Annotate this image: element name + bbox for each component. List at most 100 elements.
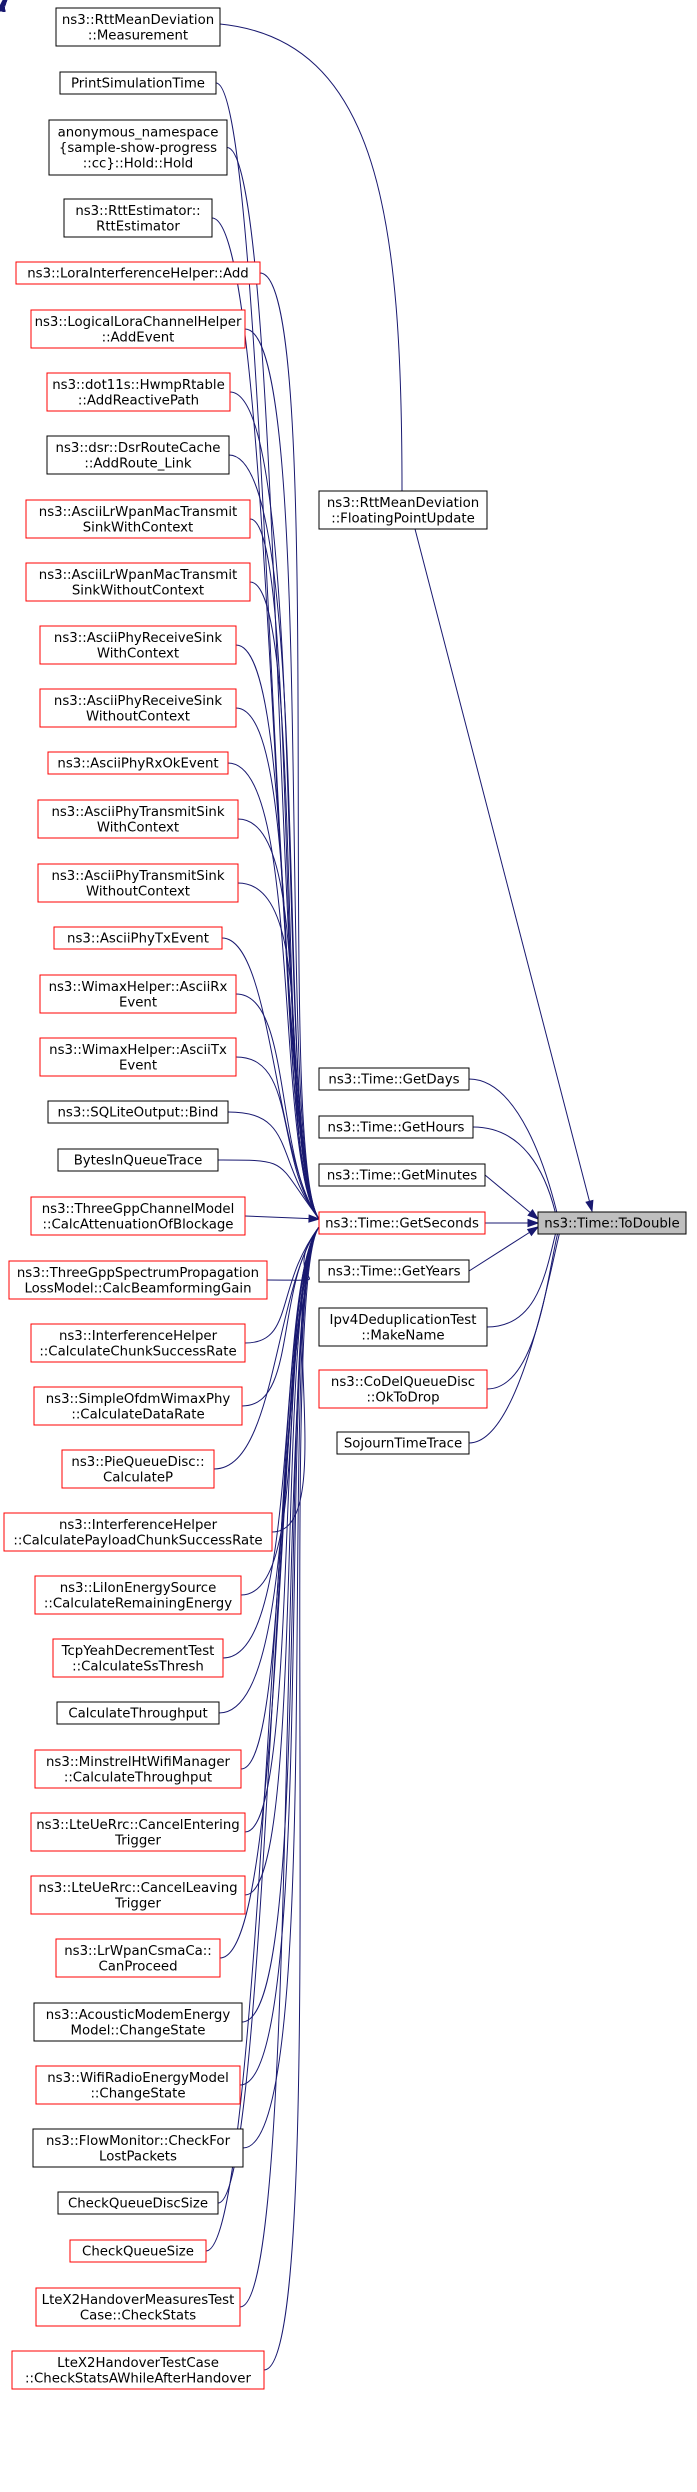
- node-getseconds-caller[interactable]: ns3::AcousticModemEnergyModel::ChangeSta…: [33, 2002, 243, 2042]
- node-floatingpoint-box: [318, 490, 488, 530]
- node-getseconds-caller[interactable]: ns3::AsciiPhyTxEvent: [53, 926, 223, 950]
- node-getseconds-caller[interactable]: ns3::ThreeGppSpectrumPropagationLossMode…: [8, 1260, 268, 1300]
- getyears-arrowhead: [526, 1226, 540, 1237]
- gethours-edge: [472, 1126, 556, 1213]
- node-getseconds-caller-box: [57, 1148, 219, 1172]
- node-getyears-label: ns3::Time::GetYears: [327, 1265, 460, 1280]
- caller-19-edge: [244, 1215, 320, 1220]
- node-getseconds-caller-label: BytesInQueueTrace: [74, 1154, 203, 1169]
- node-getseconds-caller[interactable]: ns3::ThreeGppChannelModel::CalcAttenuati…: [30, 1196, 246, 1236]
- node-getseconds-caller-label: CalculateP: [103, 1470, 173, 1485]
- node-getseconds-caller-box: [53, 926, 223, 950]
- node-getseconds-caller-label: ns3::SimpleOfdmWimaxPhy: [46, 1392, 231, 1407]
- node-getseconds-caller[interactable]: ns3::LoraInterferenceHelper::Add: [15, 261, 261, 285]
- node-getseconds-caller[interactable]: CheckQueueSize: [69, 2239, 207, 2263]
- node-getseconds-caller[interactable]: ns3::PieQueueDisc::CalculateP: [61, 1449, 215, 1489]
- node-getseconds-caller[interactable]: ns3::LrWpanCsmaCa::CanProceed: [55, 1938, 221, 1978]
- node-getseconds-caller-box: [35, 2287, 241, 2327]
- edges-layer: [0, 0, 594, 2371]
- node-getseconds-caller-box: [39, 688, 237, 728]
- node-getseconds-caller[interactable]: LteX2HandoverMeasuresTestCase::CheckStat…: [35, 2287, 241, 2327]
- caller-32-edge: [241, 1226, 320, 2023]
- node-getdays-box: [318, 1067, 470, 1091]
- node-getseconds-caller-label: ns3::RttEstimator::: [75, 204, 200, 219]
- node-sojourn[interactable]: SojournTimeTrace: [336, 1431, 470, 1455]
- node-getseconds-label: ns3::Time::GetSeconds: [325, 1217, 479, 1232]
- codel-edge: [486, 1233, 559, 1390]
- node-getdays[interactable]: ns3::Time::GetDays: [318, 1067, 470, 1091]
- node-getseconds-caller[interactable]: ns3::InterferenceHelper::CalculateChunkS…: [30, 1323, 246, 1363]
- node-measurement[interactable]: ns3::RttMeanDeviation::Measurement: [55, 7, 221, 47]
- node-getseconds-caller[interactable]: PrintSimulationTime: [59, 71, 217, 95]
- node-getseconds-caller-box: [30, 1323, 246, 1363]
- node-getseconds-caller-label: SinkWithContext: [83, 520, 194, 535]
- node-target-todouble-label: ns3::Time::ToDouble: [544, 1217, 679, 1232]
- node-getseconds-caller[interactable]: ns3::InterferenceHelper::CalculatePayloa…: [3, 1512, 273, 1552]
- node-getseconds-caller-box: [25, 562, 251, 602]
- node-getseconds-caller[interactable]: ns3::RttEstimator::RttEstimator: [63, 198, 213, 238]
- node-gethours[interactable]: ns3::Time::GetHours: [318, 1115, 474, 1139]
- node-getminutes[interactable]: ns3::Time::GetMinutes: [318, 1163, 486, 1187]
- node-getseconds-caller[interactable]: ns3::SQLiteOutput::Bind: [47, 1100, 229, 1124]
- node-getseconds-caller-label: ::CalculateRemainingEnergy: [44, 1596, 232, 1611]
- node-getseconds-caller[interactable]: CalculateThroughput: [56, 1701, 220, 1725]
- node-gethours-box: [318, 1115, 474, 1139]
- node-getseconds-caller[interactable]: TcpYeahDecrementTest::CalculateSsThresh: [52, 1638, 224, 1678]
- node-getseconds-box: [318, 1211, 486, 1235]
- node-getseconds-caller-label: ns3::FlowMonitor::CheckFor: [46, 2134, 231, 2149]
- node-getseconds-caller[interactable]: ns3::MinstrelHtWifiManager::CalculateThr…: [34, 1749, 242, 1789]
- caller-33-edge: [239, 1226, 320, 2086]
- node-getseconds-caller-label: ns3::WifiRadioEnergyModel: [47, 2071, 229, 2086]
- node-getseconds-caller-label: ns3::ThreeGppSpectrumPropagation: [17, 1266, 259, 1281]
- node-getseconds-caller[interactable]: ns3::WifiRadioEnergyModel::ChangeState: [35, 2065, 241, 2105]
- node-getseconds-caller[interactable]: LteX2HandoverTestCase::CheckStatsAWhileA…: [11, 2350, 265, 2390]
- caller-16-edge: [235, 1056, 320, 1220]
- node-getseconds-caller[interactable]: anonymous_namespace{sample-show-progress…: [48, 119, 228, 176]
- node-getseconds-caller-label: CalculateThroughput: [68, 1707, 207, 1722]
- node-getseconds-caller[interactable]: ns3::AsciiLrWpanMacTransmitSinkWithoutCo…: [25, 562, 251, 602]
- node-getseconds-caller-box: [57, 2191, 219, 2215]
- node-codel[interactable]: ns3::CoDelQueueDisc::OkToDrop: [318, 1369, 488, 1409]
- caller-34-edge: [242, 1226, 320, 2149]
- node-getseconds-caller-box: [48, 119, 228, 176]
- node-floatingpoint[interactable]: ns3::RttMeanDeviation::FloatingPointUpda…: [318, 490, 488, 530]
- node-getseconds-caller-box: [46, 372, 231, 412]
- node-target-todouble[interactable]: ns3::Time::ToDouble: [537, 1211, 687, 1235]
- node-getseconds-caller-label: Case::CheckStats: [80, 2308, 196, 2323]
- node-getseconds-caller[interactable]: ns3::AsciiPhyRxOkEvent: [47, 751, 229, 775]
- node-getseconds[interactable]: ns3::Time::GetSeconds: [318, 1211, 486, 1235]
- node-getseconds-caller[interactable]: CheckQueueDiscSize: [57, 2191, 219, 2215]
- node-getseconds-caller-label: ::ChangeState: [90, 2086, 185, 2101]
- node-getseconds-caller[interactable]: ns3::LiIonEnergySource::CalculateRemaini…: [34, 1575, 242, 1615]
- node-getseconds-caller-label: ::cc}::Hold::Hold: [83, 157, 194, 172]
- node-getseconds-caller-box: [39, 625, 237, 665]
- node-getseconds-caller[interactable]: ns3::LogicalLoraChannelHelper::AddEvent: [30, 309, 246, 349]
- node-getseconds-caller[interactable]: ns3::AsciiLrWpanMacTransmitSinkWithConte…: [25, 499, 251, 539]
- node-getseconds-caller-label: RttEstimator: [96, 219, 180, 234]
- node-getseconds-caller-label: ns3::AcousticModemEnergy: [46, 2008, 231, 2023]
- node-getseconds-caller[interactable]: ns3::dsr::DsrRouteCache::AddRoute_Link: [46, 435, 230, 475]
- node-getseconds-caller-label: Event: [119, 1058, 157, 1073]
- node-getseconds-caller-label: ::CalculatePayloadChunkSuccessRate: [13, 1533, 262, 1548]
- node-getseconds-caller-label: PrintSimulationTime: [71, 77, 205, 92]
- node-ipv4dedup-box: [318, 1307, 488, 1347]
- node-getseconds-caller-label: WithContext: [97, 646, 179, 661]
- node-getseconds-caller[interactable]: ns3::dot11s::HwmpRtable::AddReactivePath: [46, 372, 231, 412]
- getdays-edge: [468, 1078, 558, 1213]
- caller-3-edge: [259, 272, 320, 1220]
- node-getyears[interactable]: ns3::Time::GetYears: [318, 1259, 470, 1283]
- node-getseconds-caller[interactable]: ns3::SimpleOfdmWimaxPhy::CalculateDataRa…: [33, 1386, 243, 1426]
- node-getseconds-caller[interactable]: BytesInQueueTrace: [57, 1148, 219, 1172]
- node-floatingpoint-label: ns3::RttMeanDeviation: [327, 496, 479, 511]
- node-ipv4dedup[interactable]: Ipv4DeduplicationTest::MakeName: [318, 1307, 488, 1347]
- getyears-edge: [468, 1226, 539, 1272]
